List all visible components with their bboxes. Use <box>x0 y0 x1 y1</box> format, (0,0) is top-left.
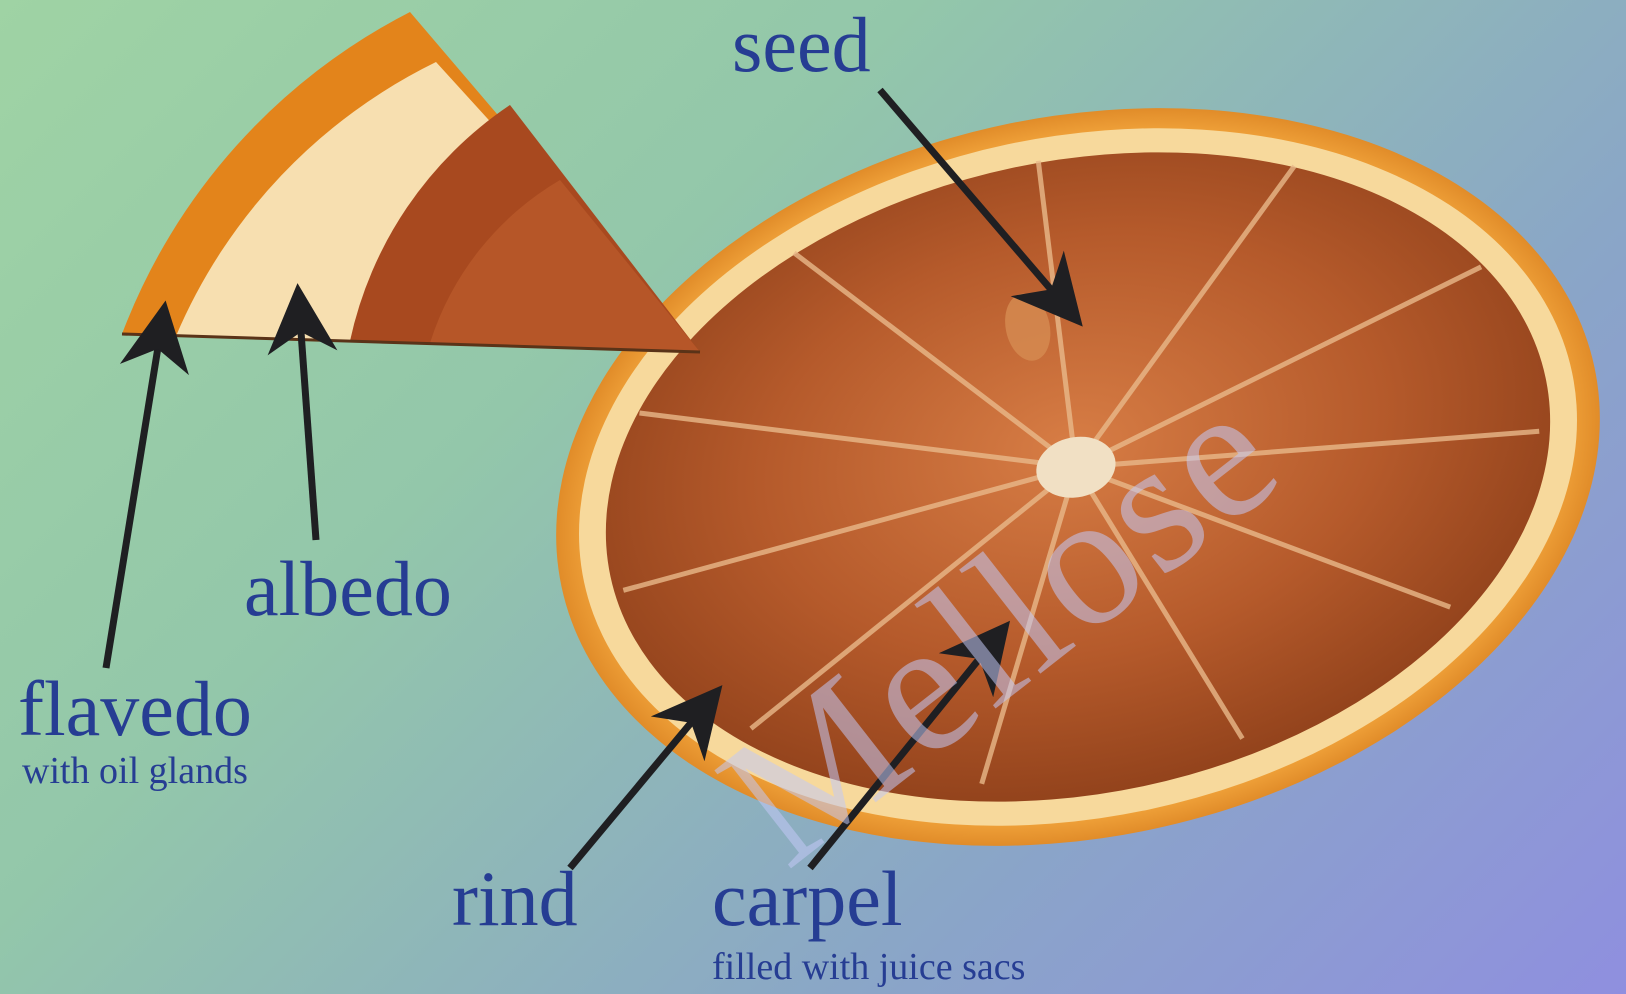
albedo-label: albedo <box>244 550 452 628</box>
carpel-label: carpel <box>712 860 903 938</box>
seed-label: seed <box>732 6 871 84</box>
flavedo-note: with oil glands <box>22 752 248 790</box>
flavedo-label: flavedo <box>18 670 252 748</box>
flavedo-arrow <box>106 335 160 668</box>
albedo-arrow <box>300 318 316 540</box>
rind-label: rind <box>452 860 578 938</box>
orange-wedge <box>122 12 700 352</box>
carpel-note: filled with juice sacs <box>712 948 1025 986</box>
